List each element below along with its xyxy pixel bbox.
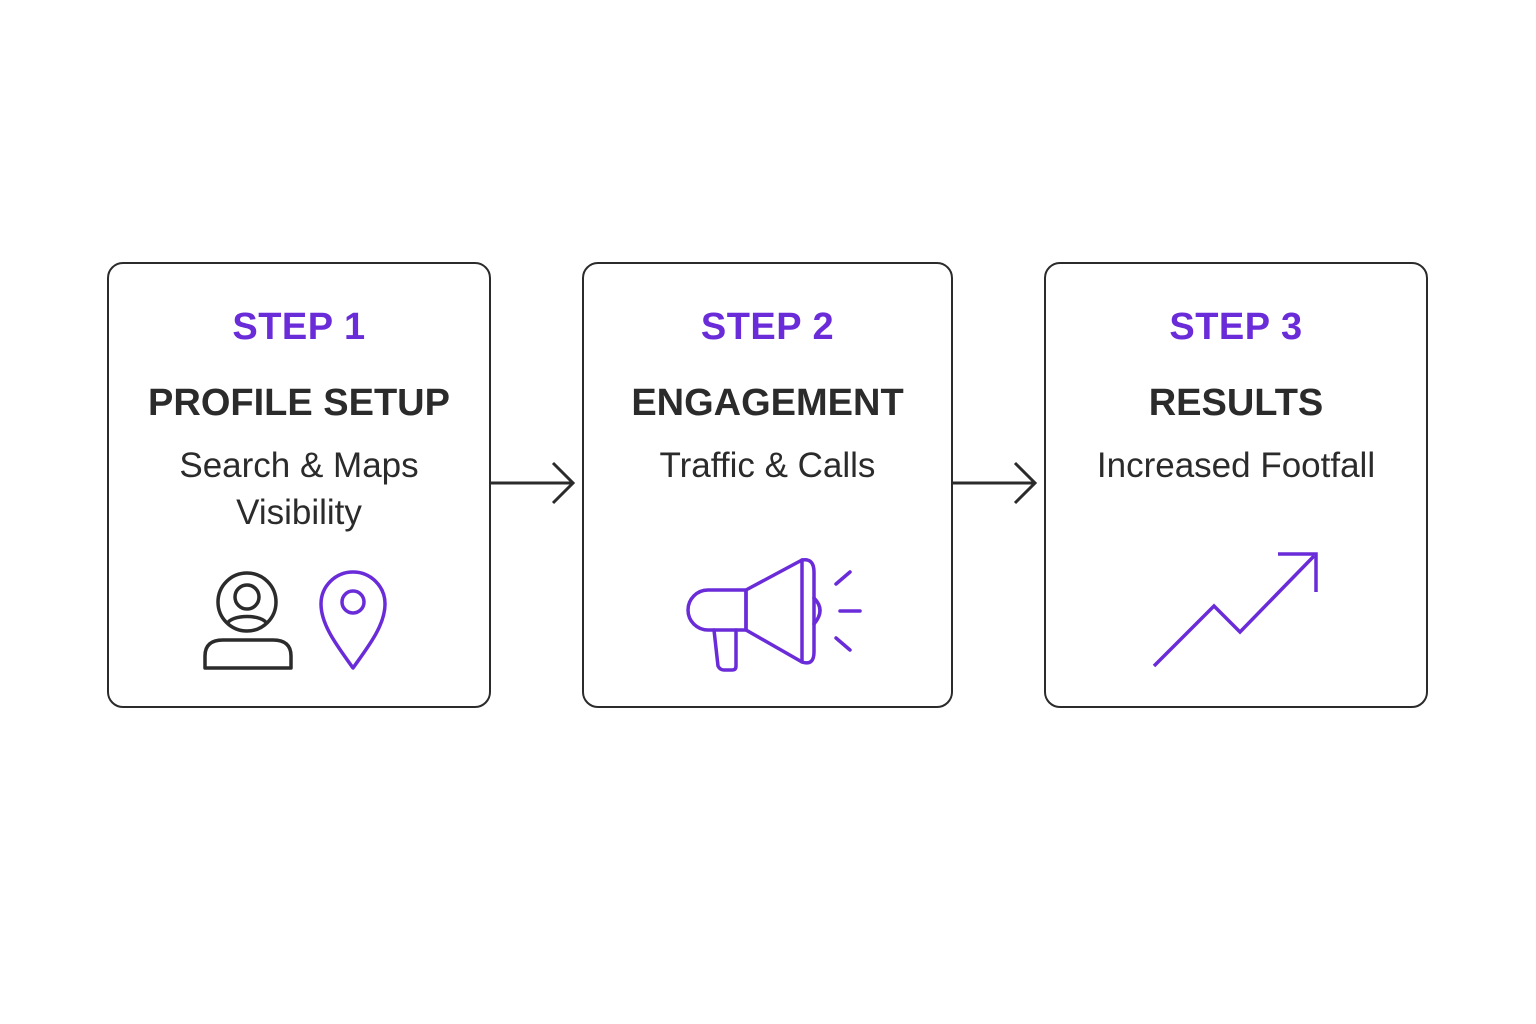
step-1-title: PROFILE SETUP (148, 382, 450, 424)
step-1-subtitle-line-2: Visibility (236, 493, 362, 532)
arrow-right-icon (953, 461, 1038, 505)
step-1-label: STEP 1 (232, 306, 366, 348)
step-3-title: RESULTS (1148, 382, 1324, 424)
connector-arrow-1 (491, 458, 577, 513)
map-pin-icon (317, 568, 389, 677)
step-1-card: STEP 1 PROFILE SETUP Search & Maps Visib… (107, 262, 491, 708)
step-3-card: STEP 3 RESULTS Increased Footfall (1044, 262, 1428, 708)
trending-up-icon (1150, 548, 1326, 677)
step-3-subtitle: Increased Footfall (1056, 442, 1416, 489)
step-1-subtitle-line-1: Search & Maps (179, 446, 419, 485)
step-2-card: STEP 2 ENGAGEMENT Traffic & Calls (582, 262, 953, 708)
step-2-title: ENGAGEMENT (631, 382, 904, 424)
connector-arrow-2 (953, 458, 1039, 513)
step-1-subtitle: Search & Maps Visibility (119, 442, 479, 536)
step-3-subtitle-line-1: Increased Footfall (1096, 446, 1376, 485)
step-2-label: STEP 2 (700, 306, 835, 348)
user-profile-icon (201, 568, 297, 677)
arrow-right-icon (491, 461, 576, 505)
megaphone-icon (684, 548, 864, 679)
step-2-subtitle-line-1: Traffic & Calls (659, 446, 876, 485)
step-2-subtitle: Traffic & Calls (594, 442, 941, 489)
step-3-label: STEP 3 (1169, 306, 1303, 348)
